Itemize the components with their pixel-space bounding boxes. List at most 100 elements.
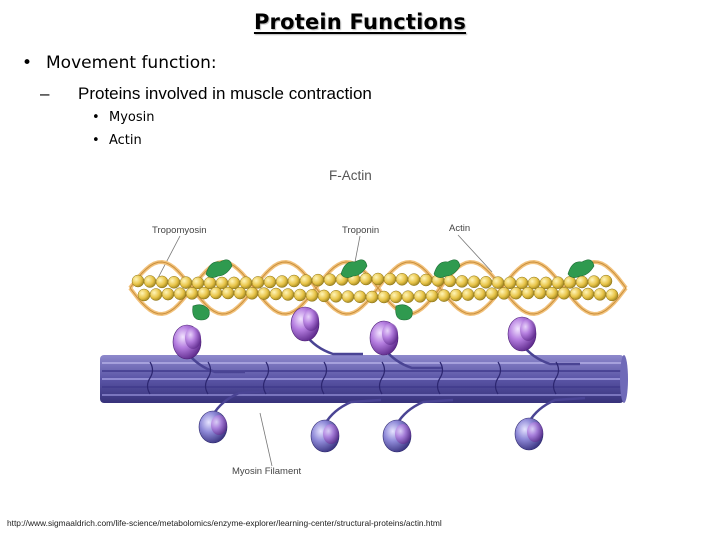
actin-bead xyxy=(143,275,157,288)
actin-bead xyxy=(179,276,193,289)
actin-bead xyxy=(581,287,595,301)
actin-bead xyxy=(563,276,577,289)
actin-bead xyxy=(509,286,523,300)
myosin-head-lobe xyxy=(303,309,319,331)
filament-squiggle xyxy=(494,361,502,395)
dash-marker: – xyxy=(40,84,50,103)
actin-bead xyxy=(569,287,583,300)
myosin-head-lobe xyxy=(395,424,411,444)
actin-bead xyxy=(365,290,379,304)
troponin-leader-line xyxy=(354,235,361,263)
myosin-head-lobe xyxy=(527,422,543,442)
actin-bead xyxy=(353,290,367,304)
actin-bead xyxy=(311,273,325,287)
actin-bead xyxy=(449,288,463,302)
label-troponin: Troponin xyxy=(342,225,379,236)
actin-bead xyxy=(437,289,451,302)
actin-bead xyxy=(359,272,373,286)
actin-bead xyxy=(491,276,505,289)
actin-bead xyxy=(281,288,295,301)
actin-bead xyxy=(473,287,487,301)
actin-bead xyxy=(191,276,205,290)
label-actin: Actin xyxy=(449,223,470,234)
actin-bead xyxy=(503,276,517,290)
myosin-head-lobe xyxy=(323,424,339,444)
actin-bead xyxy=(155,275,169,289)
actin-bead xyxy=(299,274,313,287)
actin-bead xyxy=(443,274,457,288)
actin-bead xyxy=(275,275,289,288)
actin-bead xyxy=(539,276,553,290)
myosin-head-lobe xyxy=(211,415,227,435)
list-item-text: Actin xyxy=(109,133,142,148)
actin-bead xyxy=(305,289,319,302)
actin-bead xyxy=(485,287,499,300)
actin-filament xyxy=(131,272,619,304)
bullet-marker: • xyxy=(92,110,100,125)
actin-bead xyxy=(371,272,385,286)
actin-bead xyxy=(401,290,415,303)
actin-bead xyxy=(341,290,355,303)
actin-bead xyxy=(287,274,301,288)
filament-squiggle xyxy=(146,361,154,395)
actin-bead xyxy=(557,287,571,300)
myosin-head-lobe xyxy=(520,319,536,341)
figure-heading: F-Actin xyxy=(329,168,372,183)
actin-bead xyxy=(605,288,619,302)
actin-bead xyxy=(257,287,271,300)
myosin-head-lobe xyxy=(185,327,201,349)
actin-bead xyxy=(269,287,283,301)
actin-bead xyxy=(599,274,613,288)
actin-bead xyxy=(317,289,331,303)
actin-bead xyxy=(455,275,469,288)
filament-squiggle xyxy=(204,361,212,395)
actin-bead xyxy=(323,273,337,286)
label-myosin-filament: Myosin Filament xyxy=(232,466,302,477)
actin-bead xyxy=(245,287,259,300)
tropomyosin-leader-line xyxy=(157,235,181,279)
actin-bead xyxy=(467,275,481,289)
actin-bead xyxy=(497,287,511,300)
list-item-text: Myosin xyxy=(109,110,155,125)
actin-bead xyxy=(419,273,433,287)
actin-bead xyxy=(425,289,439,303)
troponin xyxy=(205,259,233,278)
filament-squiggle xyxy=(436,361,444,395)
actin-bead xyxy=(329,290,343,303)
actin-bead xyxy=(545,286,559,300)
actin-bead xyxy=(587,275,601,288)
actin-bead xyxy=(461,288,475,301)
actin-bead xyxy=(551,276,565,289)
actin-bead xyxy=(173,287,187,300)
troponin xyxy=(567,259,595,278)
filament-end-cap xyxy=(620,355,628,403)
actin-bead xyxy=(389,290,403,304)
troponin-complexes xyxy=(192,259,595,321)
troponin xyxy=(340,259,368,278)
actin-bead xyxy=(575,275,589,289)
actin-bead xyxy=(233,286,247,300)
actin-bead xyxy=(383,272,397,286)
actin-bead xyxy=(251,276,265,289)
actin-bead xyxy=(593,288,607,301)
actin-bead xyxy=(413,290,427,303)
bullet-marker: • xyxy=(22,53,33,73)
filament-squiggle xyxy=(378,361,386,395)
label-tropomyosin: Tropomyosin xyxy=(152,225,207,236)
troponin xyxy=(395,304,413,321)
sub-bullet-text: Proteins involved in muscle contraction xyxy=(78,84,372,103)
myosin-neck xyxy=(323,398,382,425)
actin-bead xyxy=(263,275,277,289)
myosin-heads xyxy=(146,306,586,453)
actin-bead xyxy=(407,273,421,286)
actin-bead xyxy=(239,276,253,289)
actin-bead xyxy=(167,276,181,289)
actin-bead xyxy=(395,273,409,286)
actin-bead xyxy=(137,288,151,302)
myosin-filament xyxy=(100,355,628,403)
actin-bead xyxy=(377,290,391,304)
troponin xyxy=(433,259,461,278)
actin-bead xyxy=(161,287,175,301)
slide-title: Protein Functions xyxy=(253,10,467,34)
